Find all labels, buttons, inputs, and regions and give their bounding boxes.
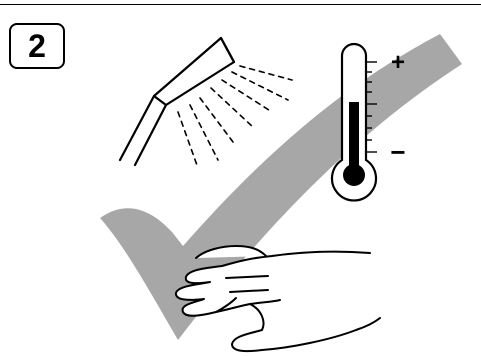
- thermometer-plus-label: +: [391, 49, 405, 76]
- shower-head-icon: [120, 38, 234, 165]
- thermometer-minus-label: −: [390, 137, 405, 167]
